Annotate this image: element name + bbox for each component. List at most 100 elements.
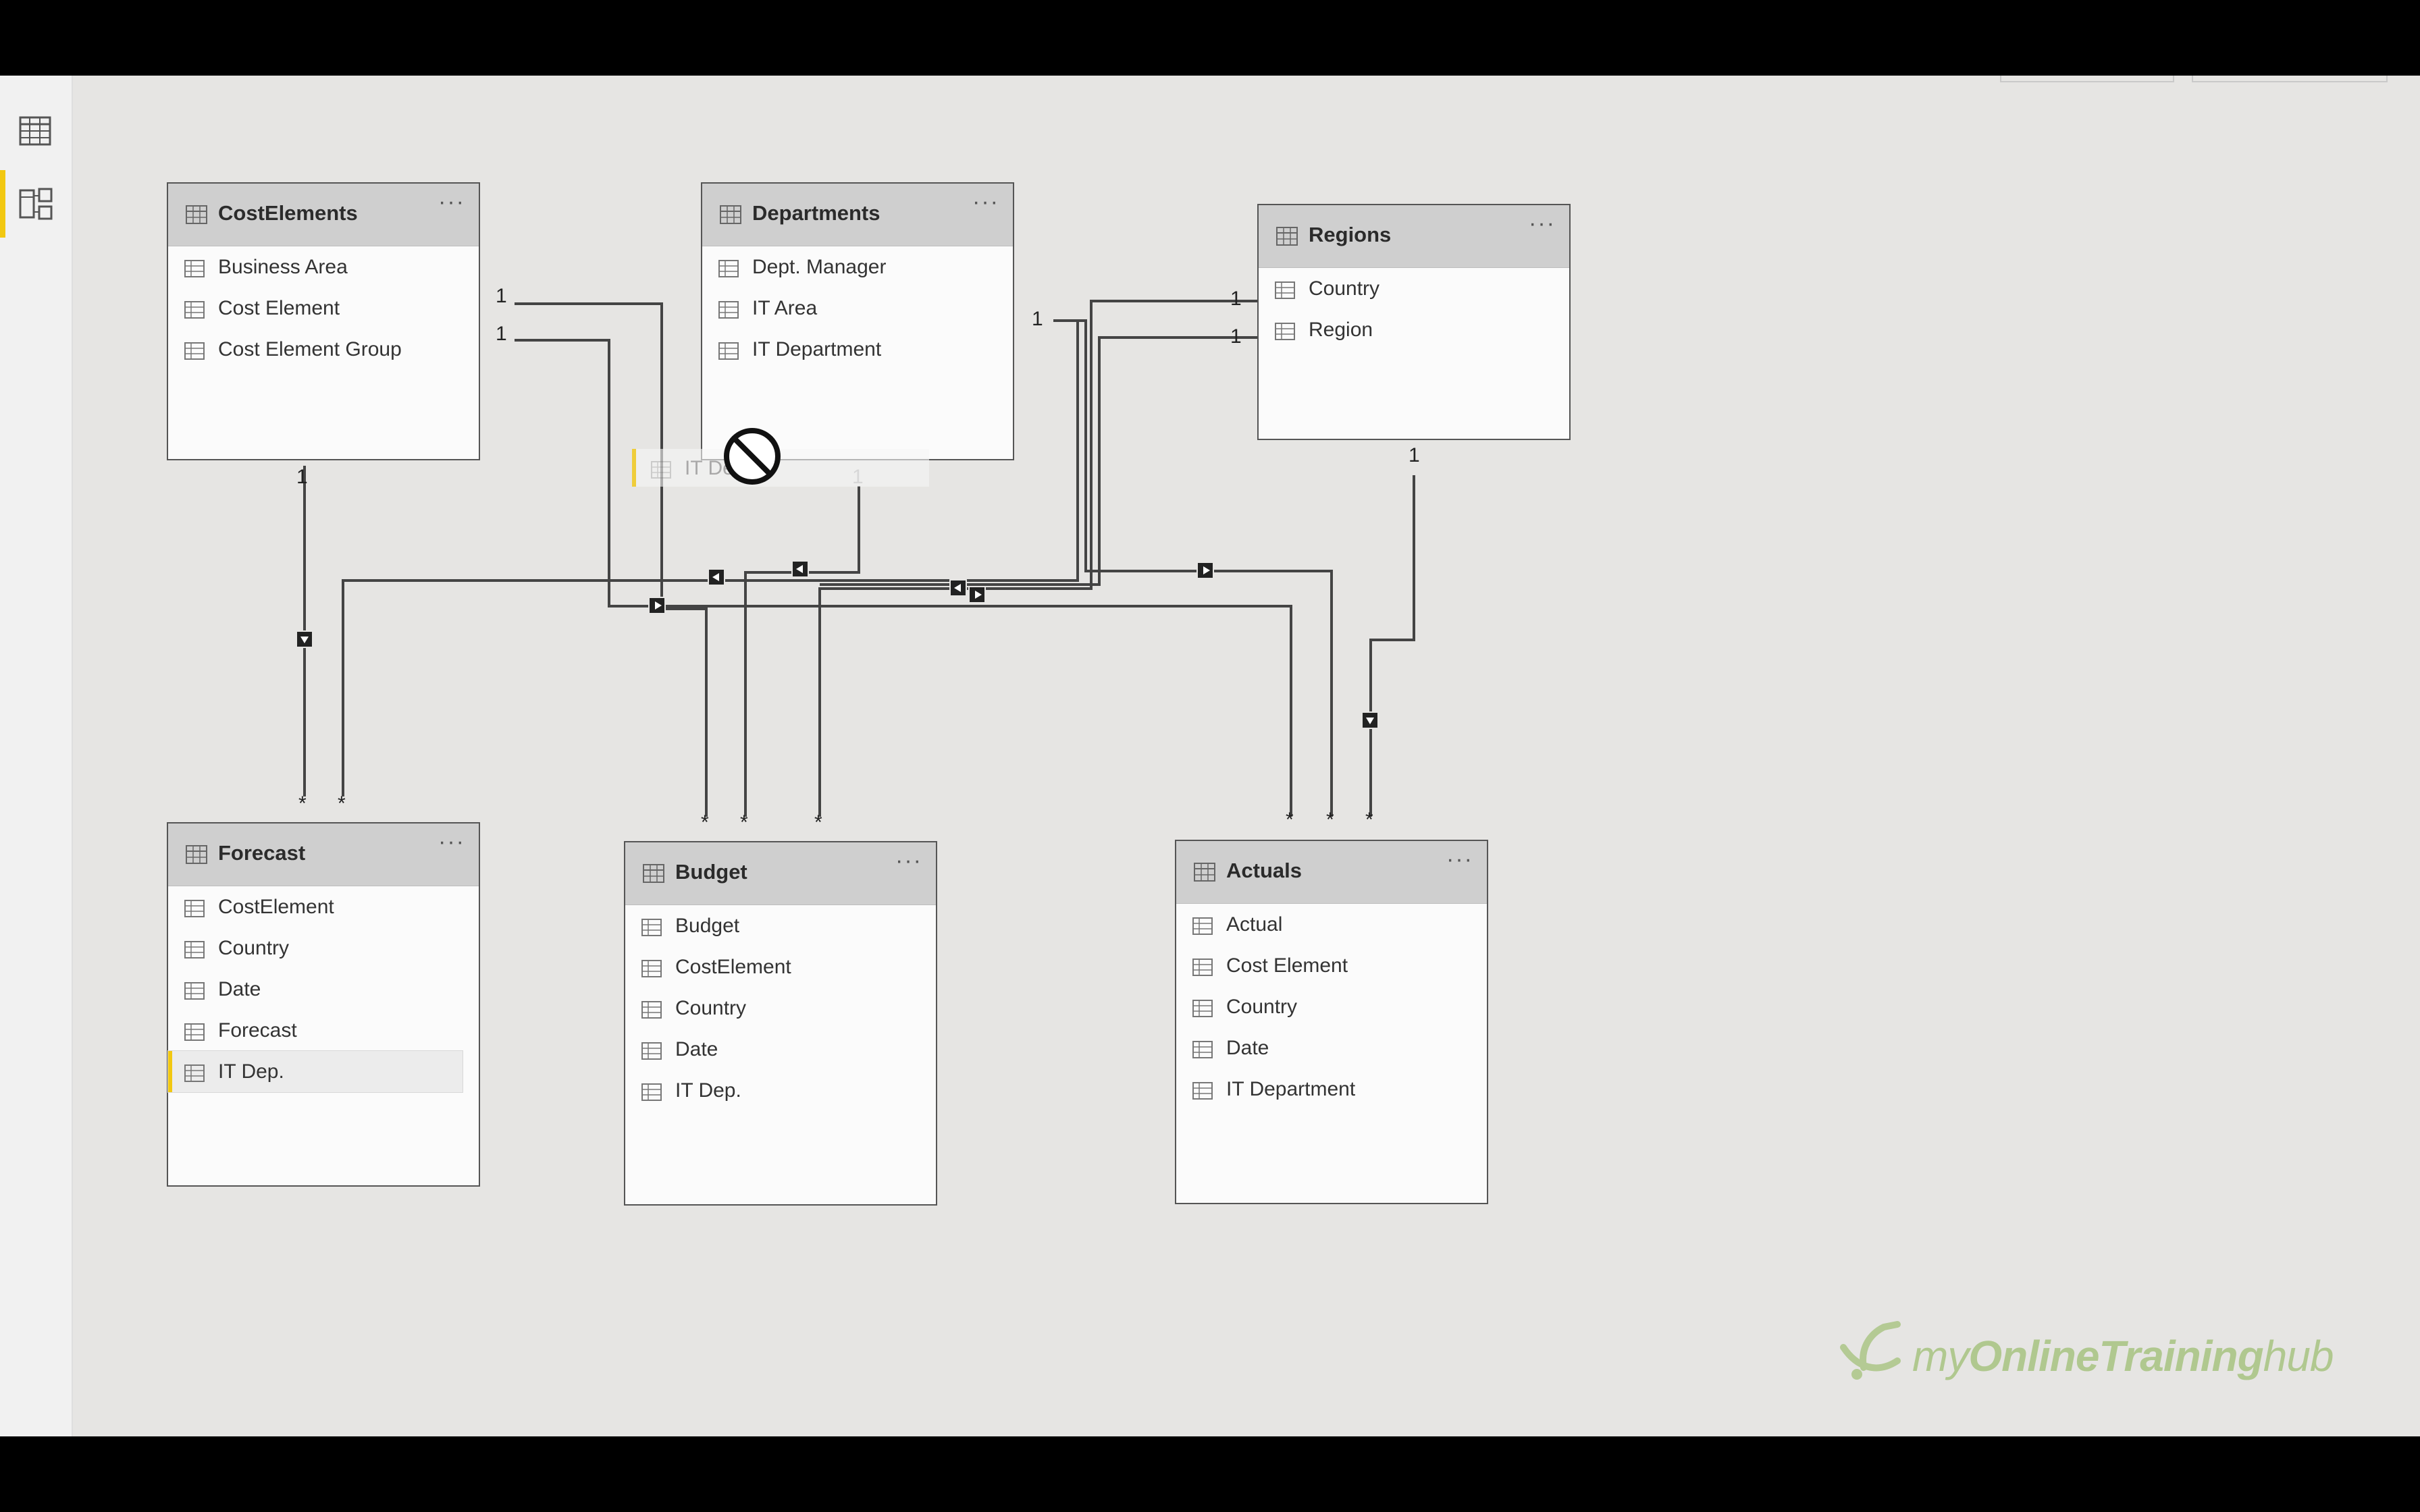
field-item[interactable]: Cost Element: [1176, 945, 1487, 986]
field-item[interactable]: CostElement: [625, 946, 936, 988]
column-icon: [1275, 323, 1295, 340]
field-item[interactable]: IT Dep.: [625, 1070, 936, 1111]
cardinality-many: *: [814, 811, 822, 834]
field-label: Country: [675, 997, 747, 1019]
table-header[interactable]: Departments ···: [702, 184, 1013, 246]
table-grid-icon: [19, 116, 51, 146]
field-item[interactable]: Date: [168, 969, 479, 1010]
watermark-logo: myOnlineTraininghub: [1837, 1315, 2334, 1389]
model-canvas[interactable]: 1 1 1 1 1 1 1 1 * * * * * * * * CostElem…: [0, 76, 2420, 1436]
field-label: Date: [1226, 1037, 1269, 1059]
field-item[interactable]: Date: [1176, 1027, 1487, 1069]
field-label: Cost Element: [1226, 954, 1348, 977]
table-header[interactable]: CostElements ···: [168, 184, 479, 246]
toolbar-button-2[interactable]: [2192, 76, 2388, 82]
cardinality-many: *: [1365, 809, 1373, 831]
column-icon: [184, 260, 205, 277]
more-options-icon[interactable]: ···: [895, 848, 922, 873]
table-card-budget[interactable]: Budget ··· Budget CostElement Country Da…: [624, 841, 937, 1206]
table-header[interactable]: Forecast ···: [168, 824, 479, 886]
field-item[interactable]: Country: [625, 988, 936, 1029]
field-label: IT Dep.: [218, 1060, 284, 1083]
column-icon: [641, 1042, 662, 1060]
column-icon: [718, 301, 739, 319]
field-item[interactable]: Region: [1259, 309, 1569, 350]
table-header[interactable]: Regions ···: [1259, 205, 1569, 268]
field-item[interactable]: Country: [168, 927, 479, 969]
field-item[interactable]: Cost Element Group: [168, 329, 479, 370]
table-card-regions[interactable]: Regions ··· Country Region: [1257, 204, 1571, 440]
field-item[interactable]: IT Area: [702, 288, 1013, 329]
column-icon: [641, 1001, 662, 1019]
filter-direction-arrow[interactable]: [708, 568, 725, 586]
filter-direction-arrow[interactable]: [791, 560, 809, 578]
column-icon: [184, 982, 205, 1000]
field-item[interactable]: CostElement: [168, 886, 479, 927]
field-item[interactable]: Country: [1259, 268, 1569, 309]
data-view-button[interactable]: [0, 99, 72, 166]
column-icon: [184, 1023, 205, 1041]
filter-direction-arrow[interactable]: [949, 579, 967, 597]
field-item[interactable]: Date: [625, 1029, 936, 1070]
cardinality-one: 1: [1230, 288, 1242, 310]
table-icon: [643, 864, 664, 883]
field-label: CostElement: [218, 896, 334, 918]
rel-costelements-actuals: [515, 339, 1292, 817]
table-icon: [1194, 863, 1215, 882]
field-item[interactable]: IT Department: [1176, 1069, 1487, 1110]
field-item[interactable]: Budget: [625, 905, 936, 946]
table-card-actuals[interactable]: Actuals ··· Actual Cost Element Country …: [1175, 840, 1488, 1204]
rel-departments-actuals: [1053, 319, 1333, 817]
table-card-departments[interactable]: Departments ··· Dept. Manager IT Area IT…: [701, 182, 1014, 460]
column-icon: [1192, 959, 1213, 976]
field-label: Date: [675, 1038, 718, 1060]
table-title: Actuals: [1226, 859, 1302, 882]
cardinality-many: *: [740, 811, 748, 834]
field-label: Cost Element: [218, 297, 340, 319]
table-card-costelements[interactable]: CostElements ··· Business Area Cost Elem…: [167, 182, 480, 460]
field-item[interactable]: Country: [1176, 986, 1487, 1027]
column-icon: [184, 941, 205, 959]
field-item[interactable]: Actual: [1176, 904, 1487, 945]
table-icon: [186, 205, 207, 224]
filter-direction-arrow[interactable]: [1196, 562, 1214, 579]
cardinality-many: *: [338, 792, 346, 815]
field-label: Cost Element Group: [218, 338, 402, 360]
model-view-button[interactable]: [0, 170, 72, 238]
field-item[interactable]: Cost Element: [168, 288, 479, 329]
filter-direction-arrow[interactable]: [296, 630, 313, 648]
table-header[interactable]: Actuals ···: [1176, 841, 1487, 904]
table-card-forecast[interactable]: Forecast ··· CostElement Country Date Fo…: [167, 822, 480, 1187]
field-item[interactable]: Business Area: [168, 246, 479, 288]
more-options-icon[interactable]: ···: [972, 189, 999, 215]
cardinality-one: 1: [1230, 325, 1242, 348]
cardinality-many: *: [298, 792, 307, 815]
field-item[interactable]: Forecast: [168, 1010, 479, 1051]
column-icon: [184, 900, 205, 917]
filter-direction-arrow[interactable]: [968, 586, 986, 603]
drag-ghost-field: IT De: [632, 449, 929, 487]
table-header[interactable]: Budget ···: [625, 842, 936, 905]
more-options-icon[interactable]: ···: [1529, 211, 1556, 236]
toolbar-button-1[interactable]: [2000, 76, 2174, 82]
cardinality-many: *: [701, 811, 709, 834]
field-item[interactable]: IT Department: [702, 329, 1013, 370]
field-label: IT Department: [1226, 1078, 1356, 1100]
cardinality-one: 1: [1032, 308, 1043, 330]
table-title: Forecast: [218, 841, 306, 865]
more-options-icon[interactable]: ···: [1446, 846, 1473, 872]
column-icon: [1192, 1082, 1213, 1100]
table-title: Regions: [1309, 223, 1392, 246]
filter-direction-arrow[interactable]: [1361, 711, 1379, 729]
filter-direction-arrow[interactable]: [648, 597, 666, 614]
field-label: Business Area: [218, 256, 348, 278]
more-options-icon[interactable]: ···: [438, 189, 465, 215]
left-nav: [0, 76, 73, 1436]
field-label: IT Area: [752, 297, 818, 319]
more-options-icon[interactable]: ···: [438, 829, 465, 855]
field-item[interactable]: Dept. Manager: [702, 246, 1013, 288]
rel-regions-actuals: [1369, 475, 1415, 817]
watermark-text-part: OnlineTraining: [1968, 1332, 2263, 1380]
table-icon: [720, 205, 741, 224]
field-item-selected[interactable]: IT Dep.: [167, 1050, 463, 1093]
